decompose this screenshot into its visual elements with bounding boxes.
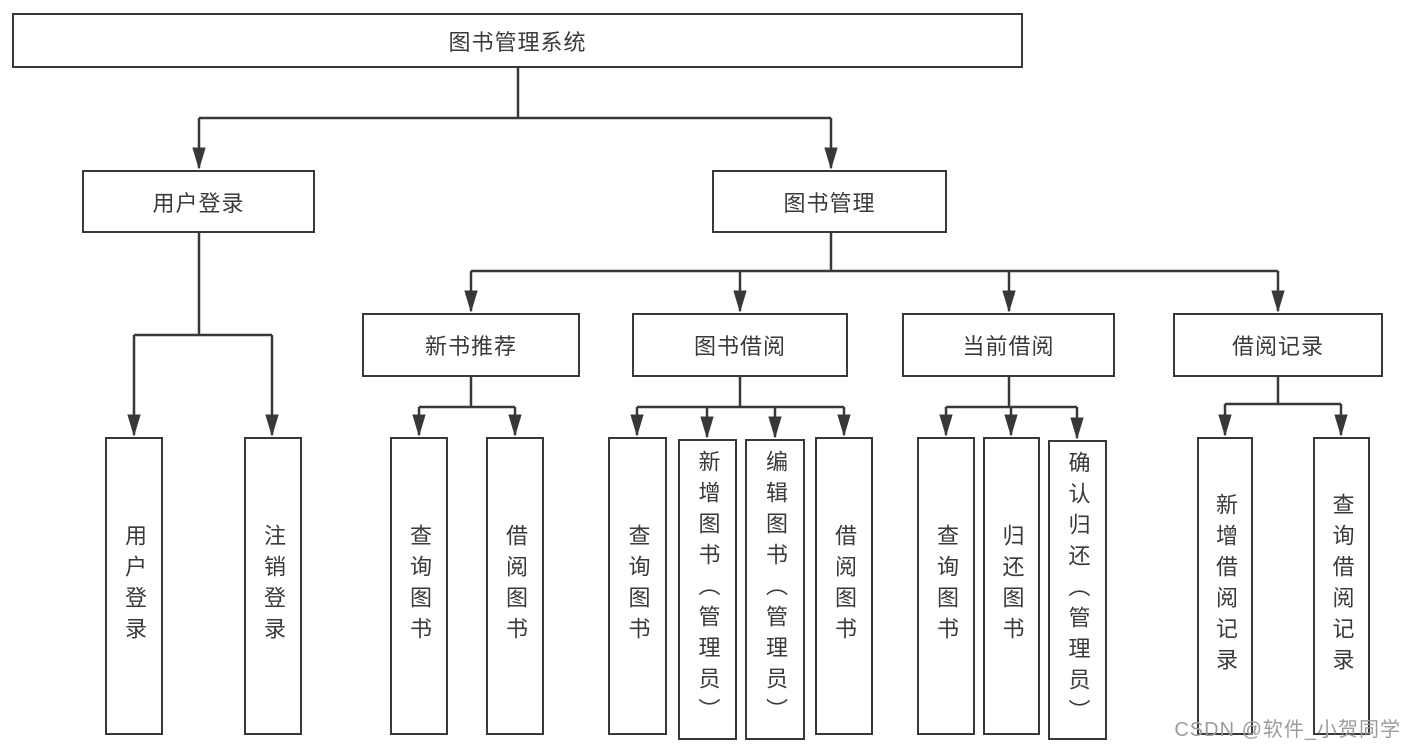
leaf-nb-query-books-label: 查询图书 [407, 524, 432, 648]
leaf-cb-query-books-label: 查询图书 [934, 524, 959, 648]
leaf-user-login-label: 用户登录 [122, 524, 147, 648]
leaf-bb-add-books-admin-label: 新增图书（管理员） [695, 450, 721, 729]
leaf-cb-confirm-return-admin-label: 确认归还（管理员） [1065, 450, 1091, 730]
leaf-cb-confirm-return-admin: 确认归还（管理员） [1048, 440, 1107, 740]
leaf-bb-add-books-admin: 新增图书（管理员） [678, 439, 737, 740]
leaf-bb-edit-books-admin: 编辑图书（管理员） [745, 439, 805, 740]
node-book-borrowing: 图书借阅 [632, 313, 848, 377]
leaf-logout-label: 注销登录 [261, 524, 286, 648]
csdn-watermark: CSDN @软件_小贺同学 [1174, 719, 1401, 741]
leaf-bb-borrow-books: 借阅图书 [815, 437, 873, 735]
leaf-cb-return-books: 归还图书 [983, 437, 1040, 735]
leaf-br-add-record: 新增借阅记录 [1197, 437, 1253, 735]
node-library-system-root: 图书管理系统 [12, 13, 1023, 68]
leaf-nb-query-books: 查询图书 [390, 437, 448, 735]
leaf-nb-borrow-books: 借阅图书 [486, 437, 544, 735]
leaf-bb-edit-books-admin-label: 编辑图书（管理员） [763, 450, 788, 729]
leaf-br-query-record: 查询借阅记录 [1313, 437, 1370, 735]
node-new-book-recommend: 新书推荐 [362, 313, 580, 377]
leaf-bb-query-books-label: 查询图书 [625, 524, 651, 648]
leaf-br-query-record-label: 查询借阅记录 [1329, 493, 1355, 679]
node-current-borrowing: 当前借阅 [902, 313, 1115, 377]
leaf-nb-borrow-books-label: 借阅图书 [503, 524, 528, 648]
leaf-cb-query-books: 查询图书 [917, 437, 975, 735]
node-user-login-branch: 用户登录 [82, 170, 315, 233]
leaf-bb-borrow-books-label: 借阅图书 [832, 524, 857, 648]
leaf-user-login: 用户登录 [105, 437, 163, 735]
leaf-logout: 注销登录 [244, 437, 302, 735]
leaf-bb-query-books: 查询图书 [608, 437, 667, 735]
node-book-management-branch: 图书管理 [712, 170, 947, 233]
leaf-cb-return-books-label: 归还图书 [999, 524, 1025, 648]
leaf-br-add-record-label: 新增借阅记录 [1213, 493, 1238, 679]
node-borrow-records: 借阅记录 [1173, 313, 1383, 377]
